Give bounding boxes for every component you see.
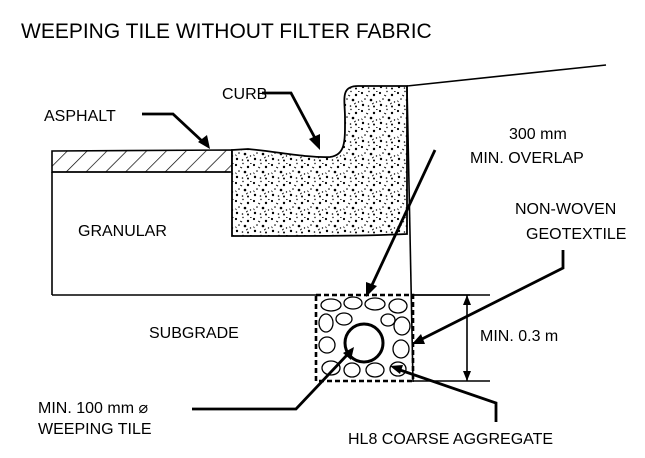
overlap-label-line2: MIN. OVERLAP: [470, 150, 584, 167]
geotextile-label-line2: GEOTEXTILE: [526, 226, 626, 243]
weeping-tile-label-line2: WEEPING TILE: [38, 421, 152, 438]
concrete-curb: [231, 85, 408, 237]
aggregate-label: HL8 COARSE AGGREGATE: [348, 431, 553, 448]
leader-lines: [142, 91, 565, 422]
depth-dimension: [413, 294, 490, 382]
granular-label: GRANULAR: [78, 223, 167, 240]
asphalt-layer: [51, 149, 233, 173]
asphalt-label: ASPHALT: [44, 108, 116, 125]
aggregate-trench: [314, 293, 415, 383]
curb-back-line: [406, 85, 414, 383]
geotextile-label-line1: NON-WOVEN: [515, 201, 616, 218]
overlap-label-line1: 300 mm: [509, 126, 567, 143]
subgrade-label: SUBGRADE: [149, 325, 239, 342]
depth-label: MIN. 0.3 m: [480, 328, 558, 345]
curb-label: CURB: [222, 86, 267, 103]
diagram-title: WEEPING TILE WITHOUT FILTER FABRIC: [21, 20, 432, 43]
weeping-tile-pipe: [343, 322, 385, 364]
weeping-tile-label-line1: MIN. 100 mm ⌀: [38, 400, 148, 417]
boulevard-line: [406, 64, 607, 87]
